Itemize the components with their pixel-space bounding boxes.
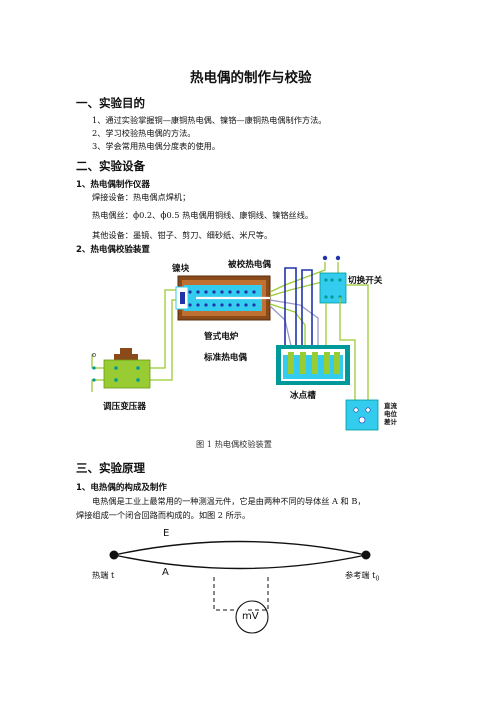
- label-ice-bath: 冰点槽: [290, 391, 316, 401]
- page-title: 热电偶的制作与校验: [190, 70, 312, 86]
- subsection-heading: 2、热电偶校验装置: [76, 245, 150, 255]
- label-tc-under-test: 被校热电偶: [228, 260, 271, 270]
- thermocouple-wire: 热电偶丝：ϕ0.2、ϕ0.5 热电偶用铜线、康铜线、镍铬丝线。: [92, 209, 313, 221]
- section-2-heading: 二、实验设备: [76, 159, 145, 173]
- label-reference-end: 参考端 t0: [345, 569, 379, 583]
- potentiometer-line: 差计: [384, 418, 397, 426]
- label-A: A: [162, 567, 169, 578]
- label-E: E: [163, 528, 170, 539]
- diameter-icon: ϕ: [132, 211, 140, 221]
- standard-thermocouple-wires: [284, 267, 313, 378]
- objective-item: 1、通过实验掌握铜—康铜热电偶、镍铬—康铜热电偶制作方法。: [92, 115, 327, 125]
- wire-spec-2: 0.5 热电偶用铜线、康铜线、镍铬丝线。: [166, 210, 314, 220]
- wire-label: 热电偶丝：: [92, 210, 133, 220]
- objective-item: 2、学习校验热电偶的方法。: [92, 128, 196, 138]
- dc-potentiometer: [345, 399, 379, 431]
- weld-equipment: 焊接设备：热电偶点焊机；: [92, 192, 191, 202]
- potentiometer-line: 电位: [384, 410, 397, 418]
- label-tube-furnace: 管式电炉: [204, 332, 239, 342]
- label-nickel-block: 镍块: [172, 264, 190, 274]
- subsection-heading: 1、热电偶制作仪器: [76, 180, 150, 190]
- voltage-regulator-transformer: [92, 348, 151, 389]
- calibration-apparatus-diagram: [91, 254, 379, 431]
- subsection-heading: 1、电热偶的构成及制作: [76, 483, 167, 493]
- label-potentiometer: 直流 电位 差计: [384, 402, 397, 426]
- tube-furnace: [175, 275, 271, 321]
- label-std-tc: 标准热电偶: [204, 353, 247, 363]
- other-equipment: 其他设备：墨镜、钳子、剪刀、细砂纸、米尺等。: [92, 230, 273, 240]
- switch-block: [319, 254, 347, 304]
- principle-paragraph: 电热偶是工业上最常用的一种测温元件，它是由两种不同的导体丝 A 和 B，: [92, 496, 366, 506]
- meter-label: mV: [242, 611, 259, 622]
- reference-end-text: 参考端 t: [345, 570, 376, 580]
- label-switch: 切换开关: [348, 276, 383, 286]
- figure-1-caption: 图 1 热电偶校验装置: [196, 439, 272, 449]
- meter-leads: [213, 577, 269, 611]
- switch-wires: [325, 284, 369, 400]
- objective-item: 3、学会常用热电偶分度表的使用。: [92, 141, 221, 151]
- ice-bath: [276, 345, 350, 385]
- reference-end-subscript: 0: [375, 575, 380, 583]
- potentiometer-line: 直流: [384, 402, 397, 410]
- section-1-heading: 一、实验目的: [76, 96, 145, 110]
- section-3-heading: 三、实验原理: [76, 461, 145, 475]
- label-hot-end: 热端 t: [92, 570, 115, 580]
- label-transformer: 调压变压器: [103, 402, 146, 412]
- reference-junction: [361, 550, 371, 560]
- principle-paragraph: 焊接组成一个闭合回路而构成的。如图 2 所示。: [76, 510, 251, 520]
- millivoltmeter: [235, 600, 269, 634]
- diameter-icon: ϕ: [160, 211, 167, 221]
- hot-junction: [109, 550, 119, 560]
- supply-wires: [91, 289, 178, 392]
- wire-spec: 0.2、: [139, 210, 161, 220]
